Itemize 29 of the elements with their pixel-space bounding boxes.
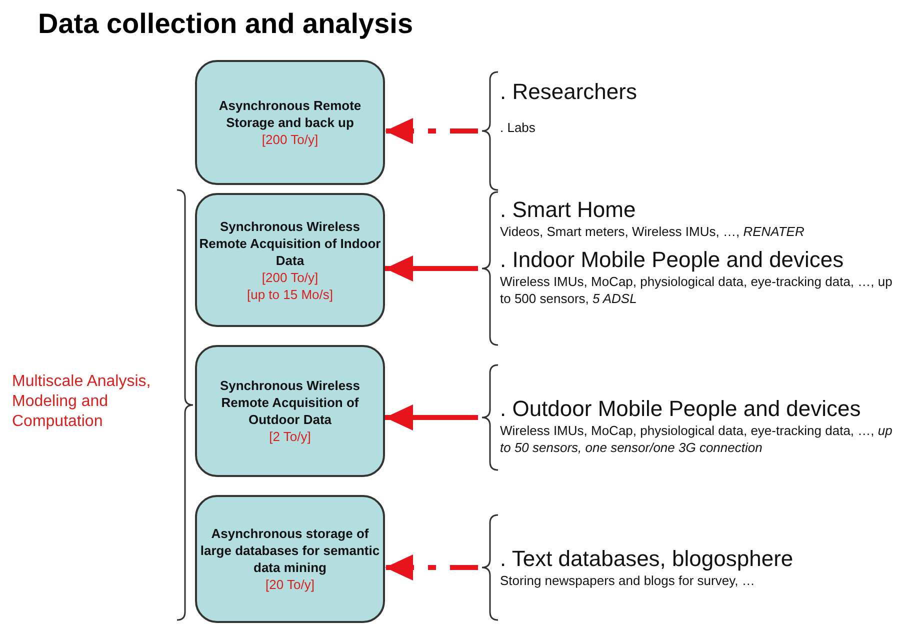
source-heading: . Outdoor Mobile People and devices — [500, 395, 862, 422]
arrow — [385, 554, 478, 580]
box-title: Asynchronous Remote Storage and back up — [218, 97, 362, 131]
process-box — [195, 60, 385, 185]
arrow — [385, 256, 478, 282]
process-box — [195, 495, 385, 623]
source-description: . Labs — [500, 119, 536, 136]
source-heading: . Indoor Mobile People and devices — [500, 246, 845, 273]
source-description: Storing newspapers and blogs for survey, … — [500, 572, 756, 589]
source-heading: . Text databases, blogosphere — [500, 545, 794, 572]
source-description: Videos, Smart meters, Wireless IMUs, …, RENATER — [500, 223, 806, 240]
data-rate: [200 To/y] — [262, 131, 318, 148]
box-title: Asynchronous storage of large databases for semantic data mining — [199, 525, 381, 576]
source-description: Wireless IMUs, MoCap, physiological data, eye-tracking data, …, up to 50 sensors, one sensor/one 3G connection — [500, 422, 894, 456]
source-heading: . Smart Home — [500, 196, 637, 223]
box-title: Synchronous Wireless Remote Acquisition of Outdoor Data — [218, 377, 362, 428]
source-heading: . Researchers — [500, 78, 638, 105]
arrow — [385, 118, 478, 144]
group-label: Multiscale Analysis, Modeling and Computation — [12, 372, 152, 432]
box-title: Synchronous Wireless Remote Acquisition of Indoor Data — [198, 218, 382, 268]
arrow — [385, 404, 478, 430]
process-box — [195, 193, 385, 327]
data-rate: [2 To/y] — [269, 428, 311, 445]
source-description: Wireless IMUs, MoCap, physiological data, eye-tracking data, …, up to 500 sensors, 5 ADSL — [500, 273, 894, 307]
data-rate: [up to 15 Mo/s] — [247, 286, 333, 302]
data-rate: [200 To/y] — [262, 268, 318, 286]
data-rate: [20 To/y] — [266, 576, 314, 593]
process-box — [195, 345, 385, 477]
title: Data collection and analysis — [38, 8, 414, 40]
